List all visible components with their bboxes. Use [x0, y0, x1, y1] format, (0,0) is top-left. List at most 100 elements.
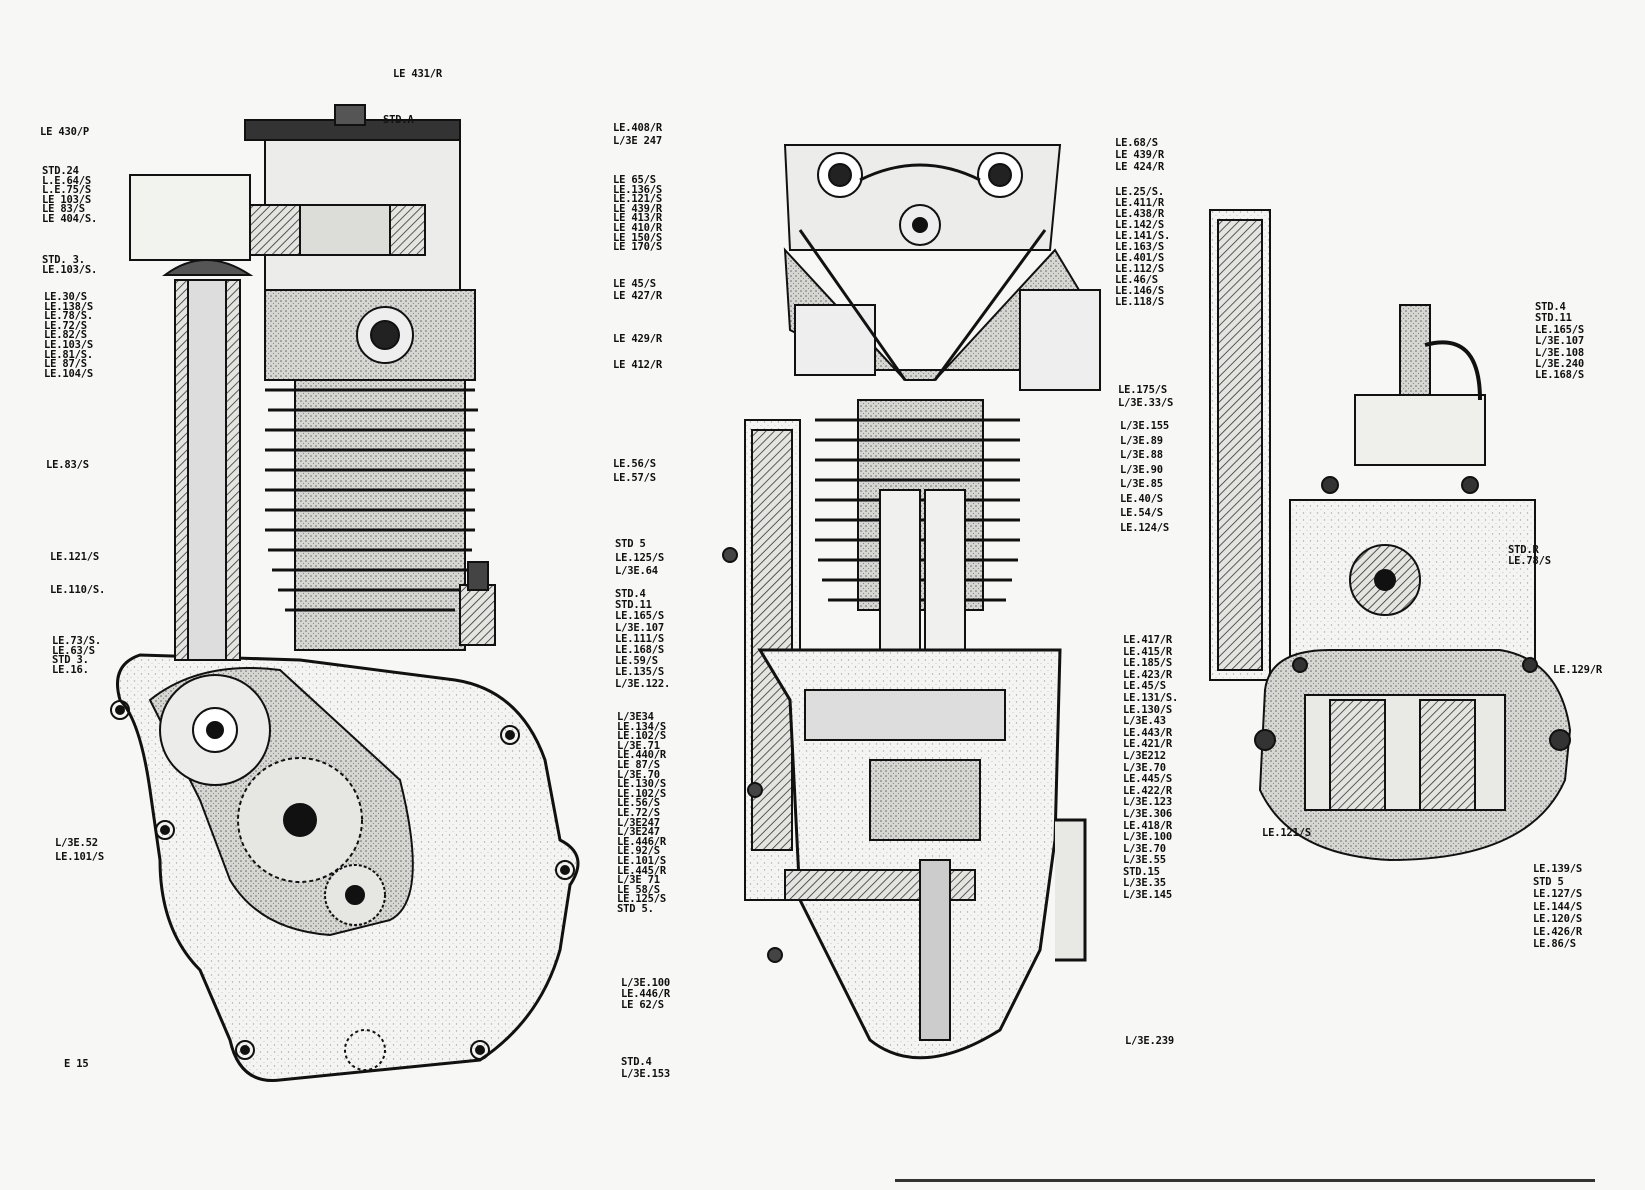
callout: LE.124/S	[1120, 521, 1169, 534]
top-callout: LE 431/R	[393, 68, 442, 80]
callout: LE.422/R	[1123, 784, 1172, 797]
callout: L/3E.100	[1123, 831, 1172, 844]
callout: LE.443/R	[1123, 726, 1172, 739]
callout: LE.102/S	[617, 787, 666, 800]
callout: LE.30/S	[44, 291, 87, 303]
callout: L/3E.70	[1123, 842, 1166, 855]
callout: LE.120/S	[1533, 913, 1582, 925]
callout: LE.163/S	[1115, 241, 1164, 253]
callout: LE.445/S	[1123, 773, 1172, 786]
callout: L.E.64/S	[42, 174, 91, 187]
front-section-drawing	[722, 144, 1101, 1060]
mid-callout-group-1: LE.408/R L/3E 247	[613, 122, 662, 148]
left-callout-group-3: STD. 3. LE.103/S.	[42, 255, 97, 275]
callout: STD.4	[1535, 301, 1566, 313]
callout: LE.141/S.	[1115, 230, 1171, 242]
callout: LE 430/P	[40, 126, 89, 138]
callout: STD.11	[1535, 312, 1572, 325]
left-callout-group-1: LE 430/P	[40, 126, 89, 138]
callout: LE.78/S	[1508, 555, 1551, 567]
callout: LE.426/R	[1533, 925, 1582, 938]
end-view-drawing	[1209, 209, 1572, 862]
callout: L/3E.55	[1123, 854, 1166, 867]
callout: LE.139/S	[1533, 863, 1582, 875]
mid-callout-group-9: L/3E34 LE.134/S LE.102/S L/3E.71 LE.440/…	[617, 711, 666, 914]
callout: STD.4	[621, 1056, 652, 1068]
callout: LE 427/R	[613, 290, 662, 302]
callout: LE.81/S.	[44, 348, 93, 361]
callout: LE.446/R	[621, 988, 670, 1000]
page-reference: E 15	[64, 1058, 89, 1070]
callout: L/3E.107	[1535, 335, 1584, 348]
callout: L/3E.240	[1535, 358, 1584, 371]
callout: LE 150/S	[613, 231, 662, 244]
callout: STD 5	[615, 538, 646, 550]
callout: LE.56/S	[617, 797, 660, 810]
callout: LE.121/S	[613, 193, 662, 206]
left-callout-group-9: L/3E.52 LE.101/S	[55, 836, 104, 864]
callout: L/3E34	[617, 711, 654, 723]
callout: L/3E.85	[1120, 478, 1163, 490]
callout: L/3E.123	[1123, 796, 1172, 809]
callout: LE.73/S.	[52, 635, 101, 647]
callout: LE.165/S	[1535, 323, 1584, 336]
callout: L/3E.145	[1123, 889, 1172, 902]
callout: LE.46/S	[1115, 274, 1158, 286]
callout: LE.25/S.	[1115, 186, 1164, 198]
callout: LE.57/S	[613, 472, 656, 484]
callout: L/3E212	[1123, 749, 1166, 762]
callout: LE.16.	[52, 663, 89, 676]
right-callout-group-4: L/3E.155 L/3E.89 L/3E.88 L/3E.90 L/3E.85…	[1120, 419, 1169, 535]
left-callout-group-8: LE.73/S. LE.63/S STD 3. LE.16.	[52, 635, 101, 676]
callout: LE 83/S	[42, 203, 85, 216]
callout: L/3E.107	[615, 621, 664, 634]
left-callout-group-2: STD.24 L.E.64/S L.E.75/S LE 103/S LE 83/…	[42, 165, 98, 225]
callout: L/3E.122.	[615, 677, 671, 690]
callout: LE.78/S.	[44, 310, 93, 323]
callout: LE.125/S	[617, 893, 666, 906]
bottom-rule	[895, 1179, 1595, 1182]
callout: LE.168/S	[1535, 369, 1584, 382]
callout: LE.440/R	[617, 749, 666, 762]
callout: LE.101/S	[617, 854, 666, 867]
callout: LE.127/S	[1533, 888, 1582, 900]
callout: LE.92/S	[617, 845, 660, 858]
callout: LE.415/R	[1123, 645, 1172, 658]
mid-callout-group-11: STD.4 L/3E.153	[621, 1056, 670, 1080]
callout: L/3E247	[617, 816, 660, 829]
callout: LE.40/S	[1120, 492, 1163, 505]
mid-callout-group-6: LE.56/S LE.57/S	[613, 457, 656, 485]
callout: LE.175/S	[1118, 384, 1167, 396]
callout: LE.142/S	[1115, 219, 1164, 231]
callout: LE 62/S	[621, 999, 664, 1011]
callout: LE.136/S	[613, 183, 662, 196]
callout: L/3E247	[617, 826, 660, 839]
callout: LE 87/S	[44, 358, 87, 371]
far-right-callout-group-5: LE.139/S STD 5 LE.127/S LE.144/S LE.120/…	[1533, 863, 1582, 951]
far-right-callout-group-3: LE.129/R	[1553, 664, 1602, 676]
callout: LE 58/S	[617, 883, 660, 896]
callout: L.E.75/S	[42, 184, 91, 197]
callout: STD 3.	[52, 654, 89, 667]
callout: LE 65/S	[613, 174, 656, 186]
callout: LE.146/S	[1115, 285, 1164, 297]
callout: LE.421/R	[1123, 738, 1172, 751]
callout: LE.102/S	[617, 730, 666, 743]
callout: LE.134/S	[617, 720, 666, 733]
callout: STD.24	[42, 165, 79, 177]
callout: LE.131/S.	[1123, 691, 1179, 704]
callout: LE.56/S	[613, 458, 656, 470]
callout: LE.438/R	[1115, 208, 1164, 220]
callout: LE.411/R	[1115, 197, 1164, 209]
callout: LE.111/S	[615, 632, 664, 645]
callout: STD 5	[1533, 875, 1564, 888]
callout: LE.138/S	[44, 300, 93, 313]
callout: LE.423/R	[1123, 668, 1172, 681]
callout: L/3E.64	[615, 565, 658, 577]
mid-callout-group-4: LE 429/R	[613, 333, 662, 345]
callout: LE 404/S.	[42, 212, 98, 225]
callout: LE.168/S	[615, 644, 664, 657]
callout: LE 424/R	[1115, 161, 1164, 173]
callout: LE.130/S	[617, 778, 666, 791]
